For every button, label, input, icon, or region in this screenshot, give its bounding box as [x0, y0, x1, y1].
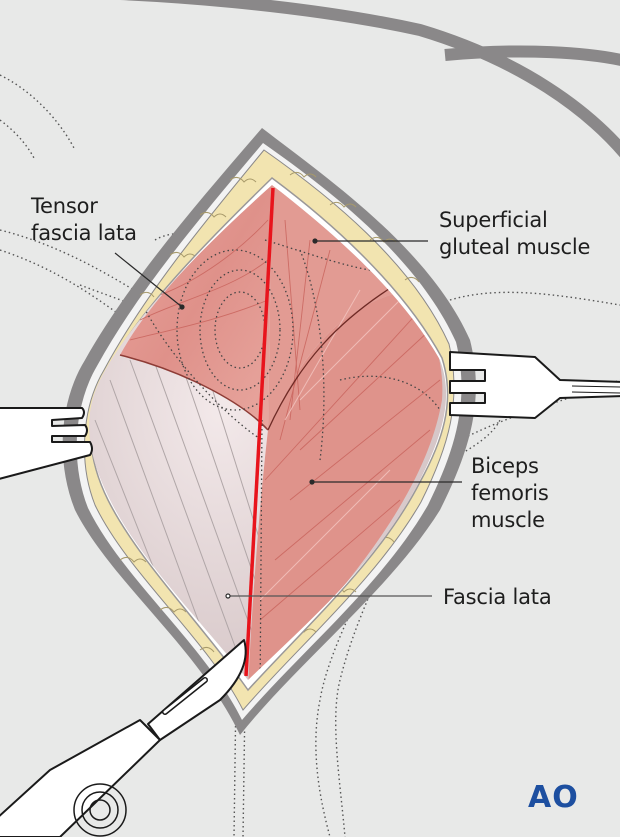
label-fascia-lata: Fascia lata — [443, 585, 552, 609]
scalpel — [0, 639, 247, 837]
label-tensor-fascia-lata: Tensor fascia lata — [31, 194, 137, 245]
leader-lines — [114, 238, 462, 599]
body-outline — [118, 0, 620, 158]
right-retractor — [449, 351, 620, 419]
label-superficial-gluteal-muscle: Superficial gluteal muscle — [439, 208, 591, 259]
label-biceps-femoris-muscle: Biceps femoris muscle — [471, 454, 549, 532]
ao-logo: AO — [528, 780, 579, 815]
left-retractor — [0, 407, 93, 480]
incision-line — [244, 187, 275, 677]
